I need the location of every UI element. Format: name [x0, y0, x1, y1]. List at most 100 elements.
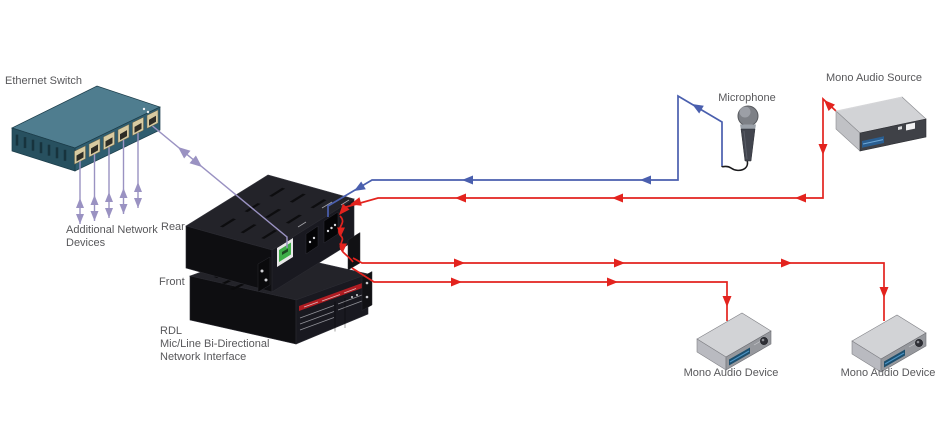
- terminal-screw: [326, 229, 330, 233]
- device2-knob: [915, 339, 923, 347]
- rdl-label-line1: RDL: [160, 325, 182, 337]
- arrow-left-icon: [640, 175, 651, 185]
- arrow-down-icon: [90, 211, 99, 221]
- arrow-upleft-icon: [692, 104, 704, 114]
- rack-ear-hole: [365, 295, 369, 299]
- audio-output-line-1: [352, 257, 889, 321]
- terminal-block: [305, 225, 319, 255]
- microphone: [721, 105, 759, 172]
- rear-panel-labels: [297, 199, 350, 228]
- network-device-lines: [79, 133, 139, 224]
- arrow-down-icon: [879, 287, 889, 298]
- rear-label: Rear: [161, 221, 185, 233]
- arrow-down-icon: [105, 208, 113, 218]
- arrow-downleft-icon: [350, 197, 362, 206]
- front-panel-stripe-text: [303, 288, 357, 308]
- arrow-downright-icon: [189, 155, 202, 167]
- arrow-down-icon: [119, 204, 128, 214]
- mono-audio-device-2: [851, 314, 927, 373]
- arrow-down-icon: [337, 227, 345, 236]
- device2-stripe-highlight: [884, 352, 905, 365]
- mic-audio-line: [327, 94, 723, 217]
- rj45-port-slot: [105, 137, 113, 148]
- arrow-up-icon: [134, 182, 142, 192]
- output-line-1-arrows: [454, 258, 889, 298]
- ethernet-switch: [11, 85, 161, 172]
- rack-ear-hole: [264, 278, 268, 282]
- arrow-down-icon: [818, 144, 828, 155]
- wrap-arrows: [337, 227, 347, 252]
- arrow-up-icon: [105, 192, 113, 202]
- arrow-up-icon: [90, 195, 99, 205]
- terminal-screw: [333, 223, 337, 227]
- arrow-down-icon: [76, 214, 84, 224]
- front-label: Front: [159, 276, 185, 288]
- mic-band: [740, 124, 756, 130]
- arrow-down-icon: [134, 198, 142, 208]
- arrow-right-icon: [614, 258, 625, 268]
- switch-ports: [74, 109, 159, 165]
- arrow-up-icon: [76, 198, 84, 208]
- arrow-left-icon: [455, 193, 466, 203]
- mic-line-arrows: [354, 104, 704, 191]
- terminal-wrap-line: [337, 215, 354, 263]
- front-panel-louvers: [299, 294, 363, 331]
- mic-cable: [721, 159, 749, 172]
- source-stripe-highlight: [862, 139, 884, 145]
- source-switch: [898, 126, 902, 130]
- source-line-arrows: [339, 100, 835, 215]
- output-line-2-arrows: [451, 277, 732, 307]
- mono-audio-source: [835, 96, 927, 152]
- terminal-screw: [312, 236, 316, 240]
- switch-led: [146, 110, 150, 114]
- rj45-port-slot: [91, 144, 98, 155]
- switch-vents: [15, 134, 67, 161]
- ethernet-switch-label: Ethernet Switch: [5, 75, 82, 87]
- front-panel-led: [351, 296, 353, 298]
- mono-audio-source-label: Mono Audio Source: [826, 72, 922, 84]
- rj45-port-slot: [149, 115, 156, 126]
- source-cable-route: [339, 97, 837, 215]
- rear-unit-rack-ear: [257, 256, 271, 293]
- rack-ear-hole: [365, 281, 369, 285]
- rj45-port-slot: [120, 130, 127, 141]
- arrow-down-icon: [339, 243, 347, 252]
- mic-handle: [740, 128, 756, 162]
- additional-network-label-line2: Devices: [66, 237, 106, 249]
- switch-led: [142, 107, 146, 111]
- rack-ear-hole: [260, 269, 264, 273]
- switch-side-face: [11, 127, 76, 172]
- device1-knob: [760, 337, 768, 345]
- front-unit-rack-ear: [361, 271, 373, 311]
- source-button: [906, 122, 915, 131]
- ethernet-port-slot: [282, 248, 288, 255]
- rj45-port-slot: [134, 122, 142, 133]
- arrow-left-icon: [795, 193, 806, 203]
- rear-unit-vents: [219, 187, 327, 239]
- arrow-right-icon: [454, 258, 465, 268]
- network-uplink-line: [152, 125, 288, 248]
- output-cable-route-1: [352, 257, 885, 321]
- rdl-label-line3: Network Interface: [160, 351, 246, 363]
- source-audio-line: [339, 97, 837, 215]
- arrow-upleft-icon: [178, 147, 191, 159]
- terminal-screw: [330, 226, 333, 230]
- front-panel-led: [356, 294, 358, 296]
- mono-audio-device-1-label: Mono Audio Device: [684, 367, 779, 379]
- rdl-rear-unit: [185, 174, 361, 293]
- mic-handle-highlight: [743, 130, 748, 160]
- arrow-left-icon: [612, 193, 623, 203]
- arrow-left-icon: [462, 175, 473, 185]
- arrow-downleft-icon: [354, 181, 366, 191]
- output-cable-route-2: [351, 267, 728, 321]
- mic-cable-route: [327, 94, 723, 217]
- device2-knob-highlight: [916, 340, 920, 344]
- device1-stripe-highlight: [729, 350, 750, 363]
- device1-knob-highlight: [761, 338, 765, 342]
- mono-audio-device-1: [696, 312, 772, 371]
- arrow-right-icon: [451, 277, 462, 287]
- arrow-right-icon: [781, 258, 792, 268]
- arrow-up-icon: [119, 188, 128, 198]
- arrow-down-icon: [722, 296, 732, 307]
